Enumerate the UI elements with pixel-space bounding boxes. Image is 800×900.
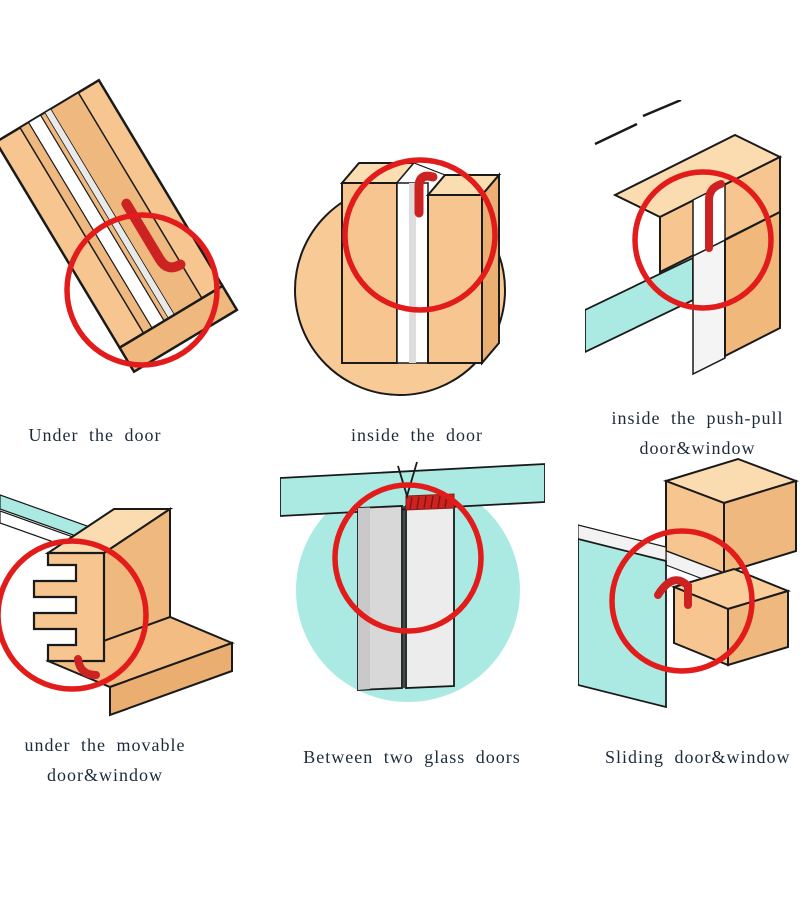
- highlight-circle: [342, 157, 498, 313]
- highlight-circle: [609, 528, 755, 674]
- highlight-circle: [332, 482, 484, 634]
- highlight-circle: [64, 212, 220, 368]
- highlight-circle: [0, 538, 149, 692]
- illustration-under-the-door: [0, 78, 239, 374]
- door-bottom-channel: [0, 78, 239, 374]
- caption-between-glass-doors: Between two glass doors: [282, 742, 542, 772]
- highlight-circle: [632, 169, 774, 311]
- caption-line: inside the door: [351, 425, 483, 445]
- top-wall: [280, 463, 545, 517]
- caption-under-the-door: Under the door: [0, 420, 195, 450]
- toothed-profile: [32, 551, 106, 663]
- caption-line: under the movable: [24, 735, 186, 755]
- illustration-under-movable: [0, 494, 235, 717]
- base-front-face: [109, 641, 233, 717]
- motion-dash-marks: [594, 100, 682, 146]
- meeting-point-lines: [397, 461, 418, 500]
- caption-under-movable: under the movable door&window: [5, 730, 205, 790]
- seal-strip: [121, 198, 186, 273]
- caption-sliding: Sliding door&window: [605, 742, 800, 772]
- glass-door-right: [405, 503, 455, 689]
- illustration-inside-the-door: [294, 157, 506, 396]
- caption-line: Sliding door&window: [605, 747, 791, 767]
- illustration-sliding: [578, 457, 800, 709]
- seal-strip: [654, 576, 692, 609]
- right-post-front: [427, 194, 483, 364]
- channel-inner-line: [409, 183, 416, 363]
- door-edge-shade: [358, 507, 370, 690]
- caption-line: Between two glass doors: [303, 747, 521, 767]
- seal-strip: [414, 171, 438, 218]
- caption-line: door&window: [639, 438, 756, 458]
- illustration-push-pull: [585, 100, 783, 376]
- caption-line: inside the push-pull: [611, 408, 784, 428]
- caption-line: door&window: [47, 765, 163, 785]
- channel-end-face: [117, 284, 239, 374]
- seal-hatching: [409, 495, 448, 510]
- caption-inside-the-door: inside the door: [317, 420, 517, 450]
- caption-push-pull: inside the push-pull door&window: [588, 403, 800, 463]
- seal-strip: [74, 655, 100, 679]
- seal-strip: [705, 180, 725, 252]
- caption-line: Under the door: [28, 425, 162, 445]
- glass-panel: [578, 538, 667, 709]
- illustration-between-glass-doors: [280, 461, 545, 702]
